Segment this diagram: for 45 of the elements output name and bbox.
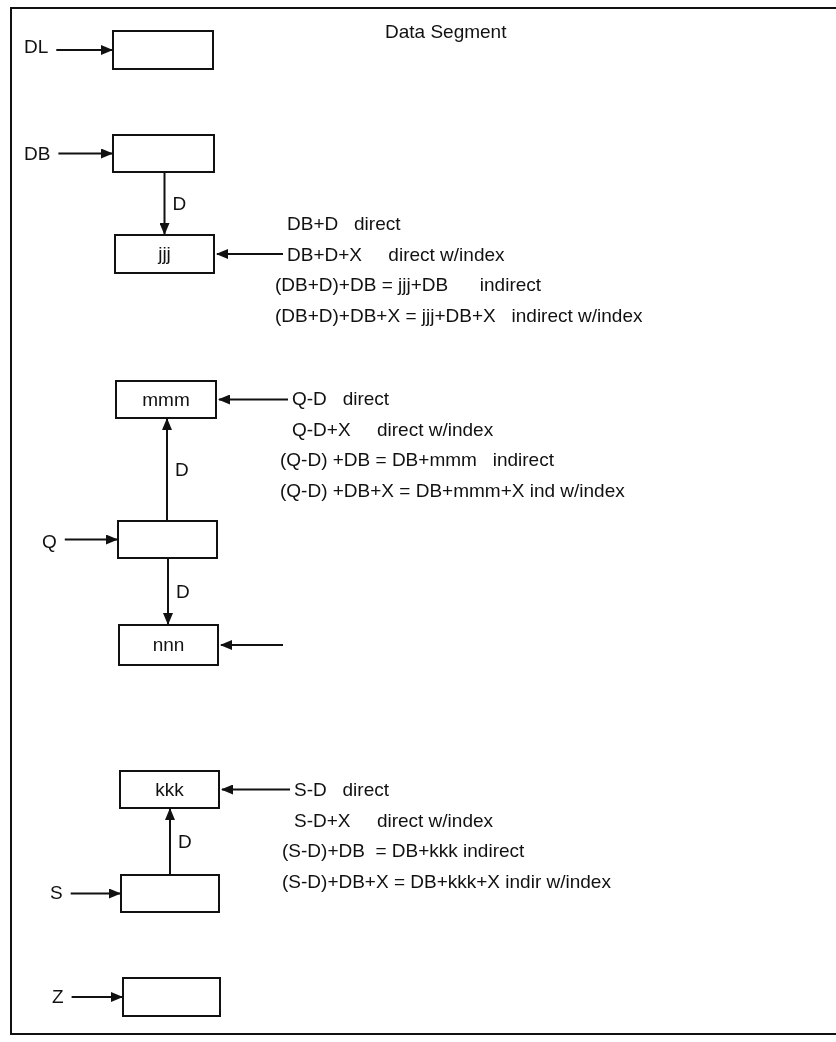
arrow: [70, 992, 123, 1002]
memory-cell: [112, 30, 214, 70]
edge-label: D: [178, 830, 192, 853]
edge-label: D: [176, 580, 190, 603]
memory-cell: mmm: [115, 380, 217, 419]
edge-label: D: [172, 192, 187, 215]
address-formula: Q-D+X direct w/index: [292, 417, 494, 442]
arrow: [218, 394, 289, 405]
address-formula: S-D direct: [294, 778, 390, 802]
arrow: [220, 640, 284, 650]
memory-cell: [120, 874, 220, 913]
arrow: [221, 784, 291, 795]
arrow: [165, 808, 175, 875]
arrow: [162, 418, 172, 521]
arrow: [216, 249, 284, 259]
memory-cell: jjj: [114, 234, 215, 274]
address-formula: DB+D direct: [287, 212, 401, 236]
address-formula: DB+D+X direct w/index: [287, 242, 505, 267]
arrow: [163, 558, 173, 625]
memory-cell: [117, 520, 218, 559]
address-formula: (DB+D)+DB+X = jjj+DB+X indirect w/index: [275, 303, 643, 328]
register-label: Z: [52, 986, 64, 1008]
arrow: [55, 45, 113, 55]
address-formula: (DB+D)+DB = jjj+DB indirect: [275, 273, 542, 297]
address-formula: Q-D direct: [292, 387, 390, 411]
memory-cell: [112, 134, 215, 173]
register-label: S: [50, 882, 63, 904]
address-formula: (S-D)+DB = DB+kkk indirect: [282, 839, 525, 863]
edge-label: D: [175, 458, 189, 481]
memory-cell: nnn: [118, 624, 219, 666]
register-label: DL: [24, 36, 49, 58]
register-label: Q: [42, 531, 57, 553]
register-label: DB: [24, 143, 51, 165]
memory-cell: [122, 977, 221, 1017]
address-formula: (Q-D) +DB+X = DB+mmm+X ind w/index: [280, 478, 625, 503]
segment-frame: [10, 7, 836, 1035]
arrow: [57, 148, 113, 159]
arrow: [159, 172, 170, 235]
memory-cell: kkk: [119, 770, 220, 809]
arrow: [69, 888, 121, 899]
arrow: [63, 534, 118, 545]
address-formula: (S-D)+DB+X = DB+kkk+X indir w/index: [282, 869, 611, 894]
address-formula: (Q-D) +DB = DB+mmm indirect: [280, 448, 554, 472]
segment-title: Data Segment: [385, 21, 507, 43]
address-formula: S-D+X direct w/index: [294, 808, 494, 833]
